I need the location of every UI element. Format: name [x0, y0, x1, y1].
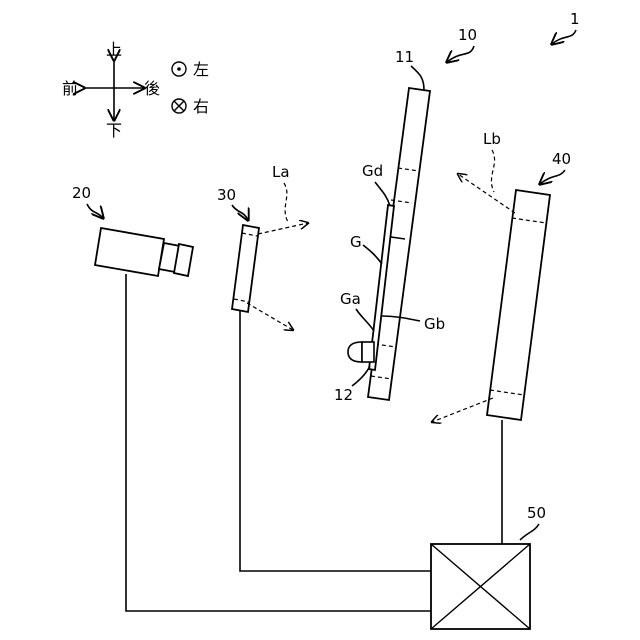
G-label: G — [350, 233, 362, 251]
system-ref-label: 1 — [570, 10, 580, 28]
compass-down-label: 下 — [106, 121, 122, 140]
cross-in-circle-icon — [172, 99, 186, 113]
light-a-beam-down — [247, 303, 293, 330]
camera — [95, 228, 193, 276]
Lb-leader — [491, 150, 494, 192]
sucker-ref-label: 12 — [334, 386, 353, 404]
Lb-label: Lb — [483, 130, 501, 148]
compass-front-label: 前 — [62, 79, 78, 98]
holder-leader — [447, 46, 474, 62]
holder-body-leader — [411, 66, 424, 90]
compass-left-label: 左 — [193, 60, 209, 79]
holder-body-ref-label: 11 — [395, 48, 414, 66]
wire-lightA-controller — [240, 311, 431, 571]
Gb-label: Gb — [424, 315, 445, 333]
controller-leader — [520, 524, 539, 540]
camera-leader — [87, 204, 103, 218]
Gd-label: Gd — [362, 162, 383, 180]
suction-cup-head — [348, 342, 362, 362]
direction-compass: 上 下 前 後 左 右 — [62, 40, 209, 140]
holder-ref-label: 10 — [458, 26, 477, 44]
Gd-leader — [375, 182, 390, 206]
compass-up-label: 上 — [106, 40, 122, 59]
light-b-leader — [540, 170, 565, 184]
light-a-ref-label: 30 — [217, 186, 236, 204]
camera-ref-label: 20 — [72, 184, 91, 202]
dot-in-circle-icon — [172, 62, 186, 76]
light-b-beam-up — [458, 174, 515, 213]
La-label: La — [272, 163, 290, 181]
sucker-leader — [352, 366, 370, 386]
light-a-beam-up — [258, 223, 308, 234]
controller — [431, 544, 530, 629]
light-a-leader — [232, 205, 248, 220]
suction-cup-stem — [362, 342, 374, 362]
camera-body — [95, 228, 164, 276]
compass-back-label: 後 — [144, 79, 160, 98]
La-leader — [284, 183, 288, 222]
light-b-beam-down — [432, 398, 493, 422]
light-b-ref-label: 40 — [552, 150, 571, 168]
Ga-label: Ga — [340, 290, 361, 308]
light-b — [487, 190, 550, 420]
Ga-leader — [356, 309, 374, 331]
system-leader — [552, 30, 576, 44]
compass-right-label: 右 — [193, 97, 209, 116]
G-leader — [363, 245, 382, 264]
suction-cup — [348, 342, 374, 362]
controller-ref-label: 50 — [527, 504, 546, 522]
